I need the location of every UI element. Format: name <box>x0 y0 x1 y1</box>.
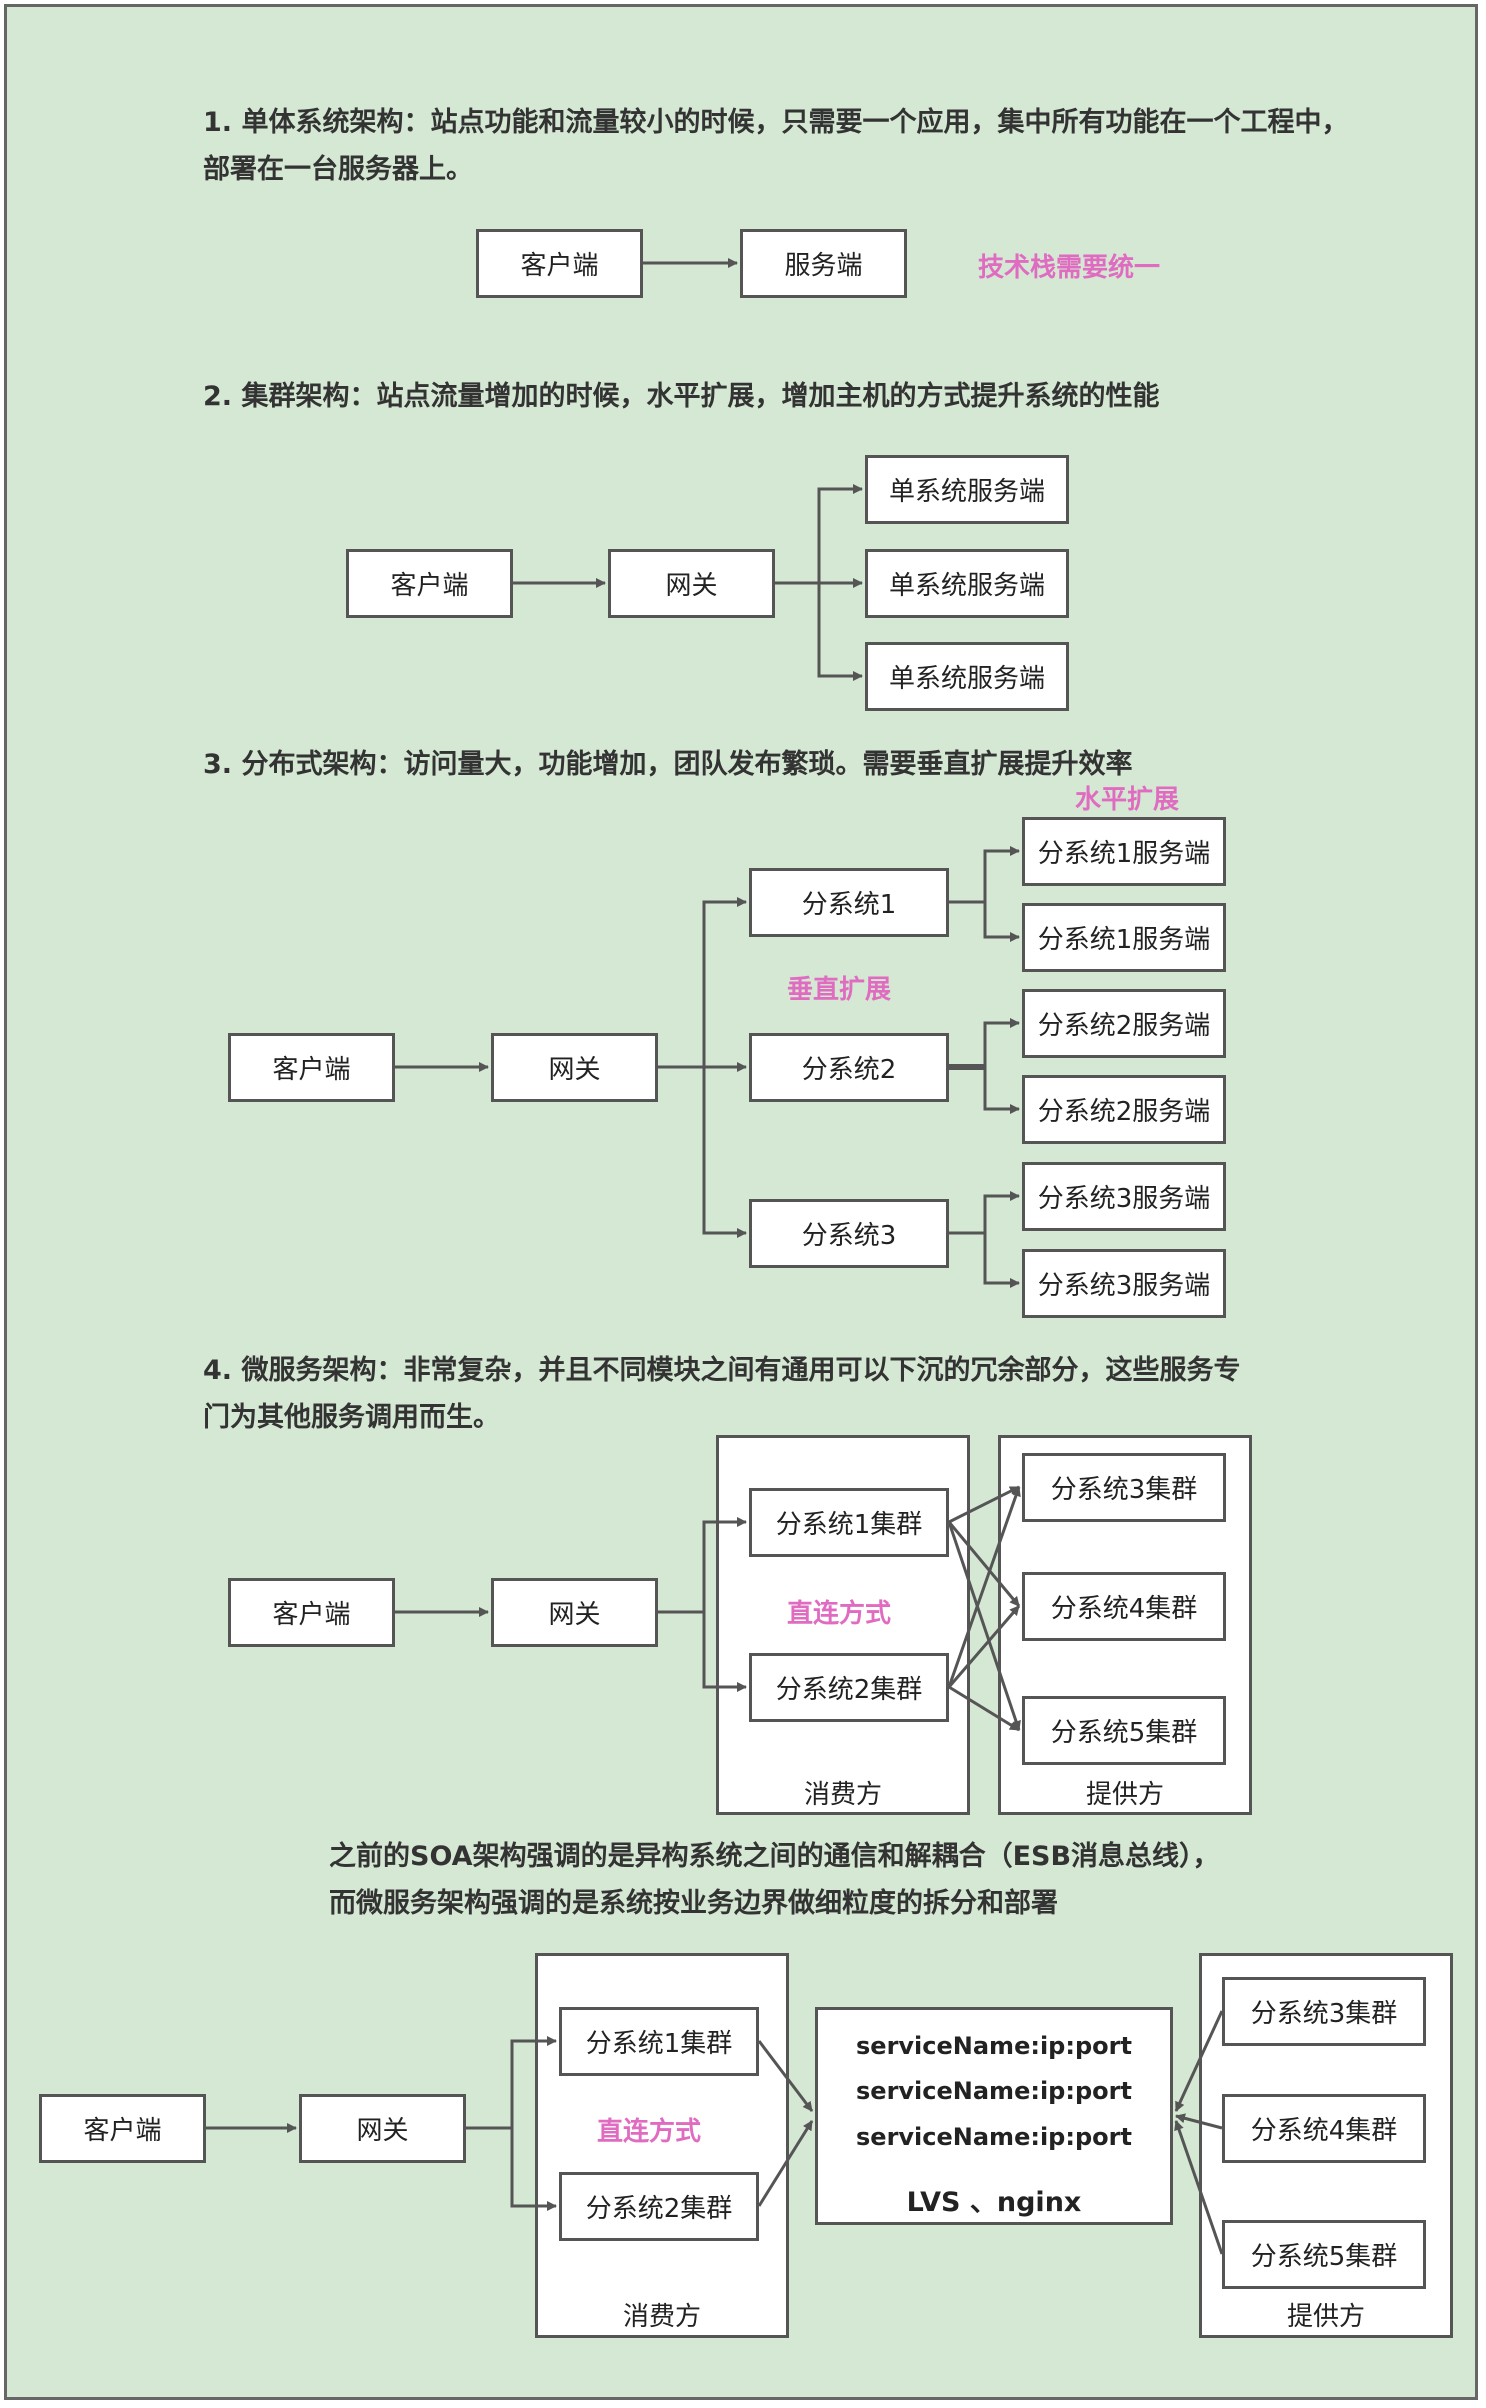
section2-heading: 2. 集群架构：站点流量增加的时候，水平扩展，增加主机的方式提升系统的性能 <box>203 381 1160 412</box>
s4-c2-p2 <box>947 1605 1021 1688</box>
s4-client-box: 客户端 <box>228 1578 395 1647</box>
s2-branch-1 <box>817 484 863 583</box>
s1-tech-stack-note: 技术栈需要统一 <box>978 253 1161 283</box>
s4-c2-p3 <box>948 1685 1020 1732</box>
s5-provider-box-3: 分系统5集群 <box>1222 2220 1426 2289</box>
s4-provider-box-3: 分系统5集群 <box>1022 1696 1226 1765</box>
s5-branch-1 <box>510 2036 557 2128</box>
s4-consumer-box-1: 分系统1集群 <box>749 1488 949 1557</box>
s2-gateway-box: 网关 <box>608 549 775 618</box>
s3-client-box: 客户端 <box>228 1033 395 1102</box>
s4-provider-label: 提供方 <box>1085 1780 1164 1810</box>
s2-client-box: 客户端 <box>346 549 513 618</box>
s1-server-box: 服务端 <box>740 229 907 298</box>
section1-heading-line1: 1. 单体系统架构：站点功能和流量较小的时候，只需要一个应用，集中所有功能在一个… <box>203 107 1349 138</box>
s3-server-box-1: 分系统1服务端 <box>1022 817 1226 886</box>
s4-c1-p2 <box>947 1521 1021 1607</box>
s4-consumer-label: 消费方 <box>803 1780 882 1810</box>
soa-note-line1: 之前的SOA架构强调的是异构系统之间的通信和解耦合（ESB消息总线）， <box>329 1841 1220 1872</box>
section4-heading-line2: 门为其他服务调用而生。 <box>203 1402 500 1433</box>
connector-layer <box>206 258 1224 2255</box>
s3-server-box-3: 分系统2服务端 <box>1022 989 1226 1058</box>
s3-sub1-branch-b <box>983 902 1020 942</box>
s5-p1-registry <box>1174 2010 1224 2112</box>
s3-sub3-branch-a <box>983 1191 1020 1233</box>
s3-server-box-2: 分系统1服务端 <box>1022 903 1226 972</box>
s3-server-box-5: 分系统3服务端 <box>1022 1162 1226 1231</box>
s4-branch-1 <box>702 1517 747 1612</box>
section3-heading: 3. 分布式架构：访问量大，功能增加，团队发布繁琐。需要垂直扩展提升效率 <box>203 749 1133 780</box>
s3-vertical-scale-note: 垂直扩展 <box>787 975 892 1005</box>
s5-provider-box-2: 分系统4集群 <box>1222 2094 1426 2163</box>
s5-registry-line-2: serviceName:ip:port <box>856 2077 1132 2105</box>
s2-branch-3 <box>817 583 863 681</box>
s4-c2-p1 <box>947 1486 1021 1688</box>
s5-c1-registry <box>757 2040 814 2112</box>
s5-p2-registry <box>1175 2113 1223 2130</box>
diagram-canvas: 1. 单体系统架构：站点功能和流量较小的时候，只需要一个应用，集中所有功能在一个… <box>4 4 1478 2400</box>
s3-horizontal-scale-note: 水平扩展 <box>1075 785 1180 815</box>
s5-gateway-box: 网关 <box>299 2094 466 2163</box>
s3-sub2-branch-b <box>983 1067 1020 1114</box>
s3-sub1-branch-a <box>983 846 1020 902</box>
s5-client-box: 客户端 <box>39 2094 206 2163</box>
s3-subsystem-box-2: 分系统2 <box>749 1033 949 1102</box>
s2-server-box-3: 单系统服务端 <box>865 642 1069 711</box>
s3-subsystem-box-1: 分系统1 <box>749 868 949 937</box>
s4-c1-p3 <box>947 1521 1021 1731</box>
s5-p3-registry <box>1174 2120 1224 2255</box>
section4-heading-line1: 4. 微服务架构：非常复杂，并且不同模块之间有通用可以下沉的冗余部分，这些服务专 <box>203 1355 1241 1386</box>
s3-server-box-6: 分系统3服务端 <box>1022 1249 1226 1318</box>
s3-subsystem-box-3: 分系统3 <box>749 1199 949 1268</box>
s4-consumer-box-2: 分系统2集群 <box>749 1653 949 1722</box>
s5-registry-line-3: serviceName:ip:port <box>856 2123 1132 2151</box>
section4-heading: 4. 微服务架构：非常复杂，并且不同模块之间有通用可以下沉的冗余部分，这些服务专… <box>203 1347 1240 1441</box>
s5-registry-footer: LVS 、nginx <box>906 2187 1082 2218</box>
s5-registry-line-1: serviceName:ip:port <box>856 2032 1132 2060</box>
s3-server-box-4: 分系统2服务端 <box>1022 1075 1226 1144</box>
soa-note-line2: 而微服务架构强调的是系统按业务边界做细粒度的拆分和部署 <box>329 1888 1058 1919</box>
section1-heading-line2: 部署在一台服务器上。 <box>203 154 473 185</box>
s3-gateway-box: 网关 <box>491 1033 658 1102</box>
s5-consumer-label: 消费方 <box>622 2302 701 2332</box>
s5-direct-connect-note: 直连方式 <box>597 2117 702 2147</box>
s3-branch-1 <box>702 897 747 1067</box>
s1-client-box: 客户端 <box>476 229 643 298</box>
s4-provider-box-1: 分系统3集群 <box>1022 1453 1226 1522</box>
s3-branch-3 <box>702 1067 747 1238</box>
s5-c2-registry <box>757 2120 814 2207</box>
s4-direct-connect-note: 直连方式 <box>787 1599 892 1629</box>
s5-consumer-box-2: 分系统2集群 <box>559 2172 759 2241</box>
s5-branch-2 <box>510 2128 557 2211</box>
soa-note: 之前的SOA架构强调的是异构系统之间的通信和解耦合（ESB消息总线）， 而微服务… <box>329 1833 1220 1927</box>
s5-consumer-box-1: 分系统1集群 <box>559 2007 759 2076</box>
s3-sub2-branch-a <box>983 1018 1020 1067</box>
s5-registry-box: serviceName:ip:port serviceName:ip:port … <box>815 2007 1173 2225</box>
section1-heading: 1. 单体系统架构：站点功能和流量较小的时候，只需要一个应用，集中所有功能在一个… <box>203 99 1348 193</box>
s5-provider-label: 提供方 <box>1286 2302 1365 2332</box>
s4-branch-2 <box>702 1612 747 1692</box>
s4-provider-box-2: 分系统4集群 <box>1022 1572 1226 1641</box>
s4-c1-p1 <box>948 1485 1020 1524</box>
s3-sub3-branch-b <box>983 1233 1020 1288</box>
s2-server-box-1: 单系统服务端 <box>865 455 1069 524</box>
s2-server-box-2: 单系统服务端 <box>865 549 1069 618</box>
s5-provider-box-1: 分系统3集群 <box>1222 1977 1426 2046</box>
s4-gateway-box: 网关 <box>491 1578 658 1647</box>
